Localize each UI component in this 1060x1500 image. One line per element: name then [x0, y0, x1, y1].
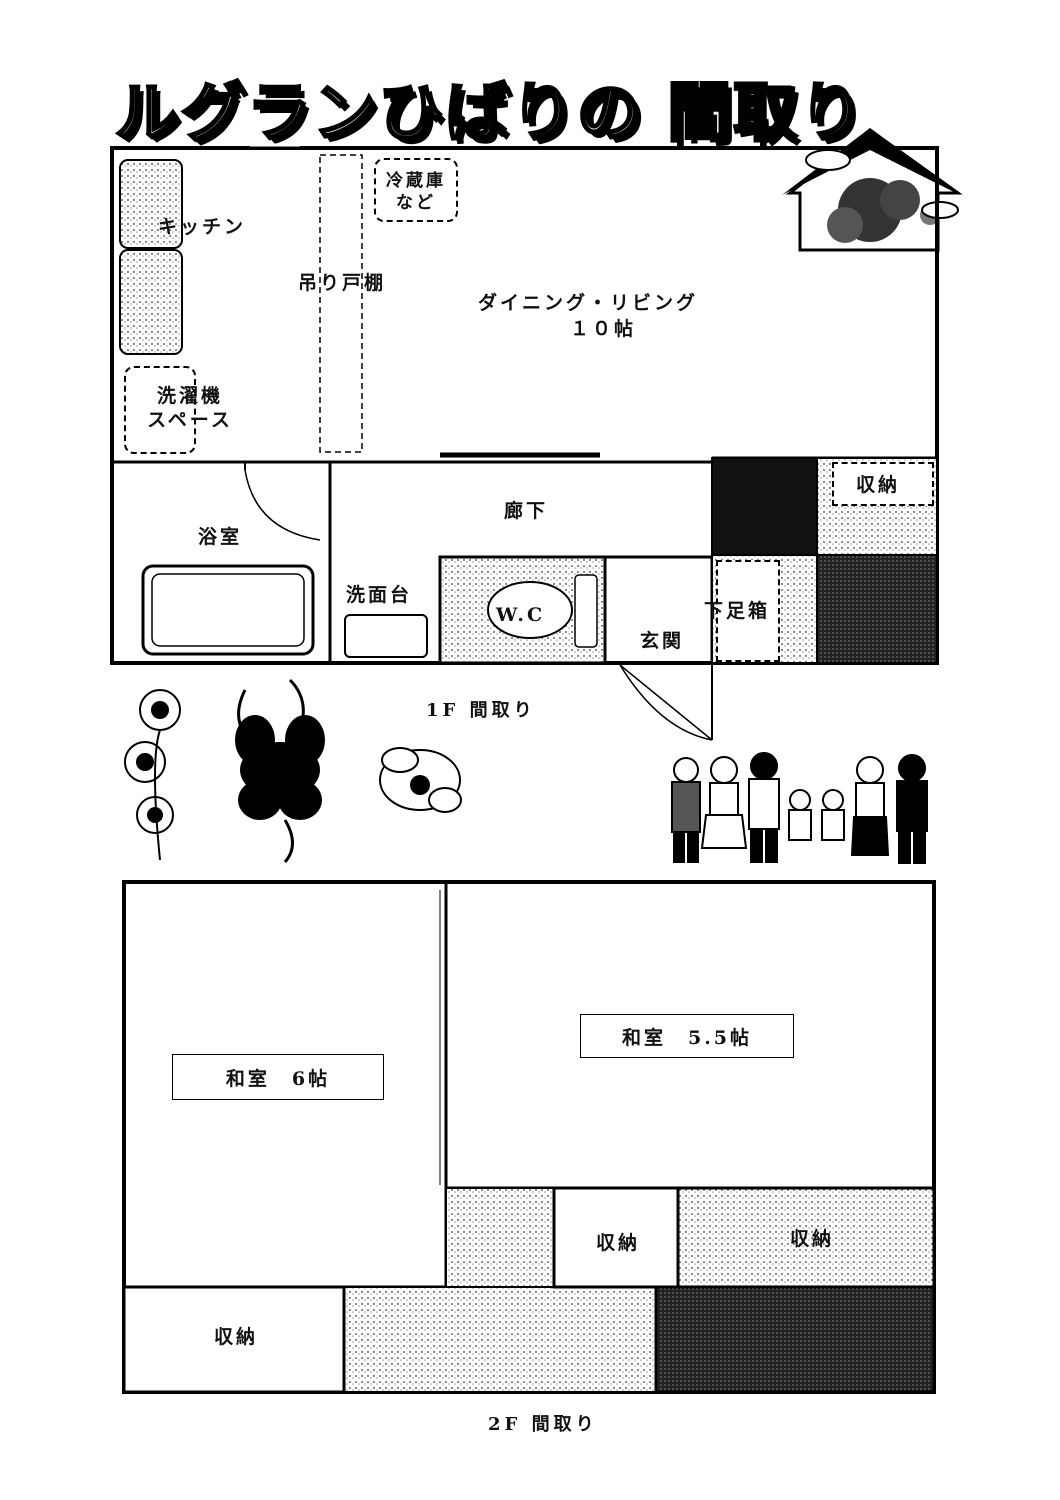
floor1-caption: 1F 間取り [426, 700, 536, 721]
storage-box-1f [832, 462, 934, 506]
wc-label: W.C [496, 604, 546, 626]
washer-label: 洗濯機 スペース [147, 385, 233, 431]
fridge-area [374, 158, 458, 222]
dining-living-size: １０帖 [570, 318, 637, 340]
shoe-box [716, 560, 780, 662]
storage-mid-label: 収納 [596, 1232, 641, 1254]
washitsu6-label: 和室 6帖 [172, 1054, 384, 1100]
washer-space [124, 366, 196, 454]
storage-bottom-label: 収納 [214, 1326, 259, 1348]
shoe-box-label: 下足箱 [704, 600, 771, 622]
storage-label-1f: 収納 [856, 474, 901, 496]
corridor-label: 廊下 [504, 500, 549, 522]
entrance-label: 玄関 [640, 630, 685, 652]
hanging-cabinet-label: 吊り戸棚 [298, 272, 387, 294]
floor2-caption: 2F 間取り [488, 1414, 598, 1435]
page-title: ルグランひばりの 間取り [114, 76, 866, 153]
fridge-label: 冷蔵庫 など [386, 171, 446, 213]
washbasin-label: 洗面台 [346, 584, 413, 606]
washitsu55-label: 和室 5.5帖 [580, 1014, 794, 1058]
bath-label: 浴室 [198, 526, 243, 548]
storage-right-label: 収納 [790, 1228, 835, 1250]
kitchen-label: キッチン [158, 216, 247, 238]
dining-living-label: ダイニング・リビング [478, 292, 699, 314]
